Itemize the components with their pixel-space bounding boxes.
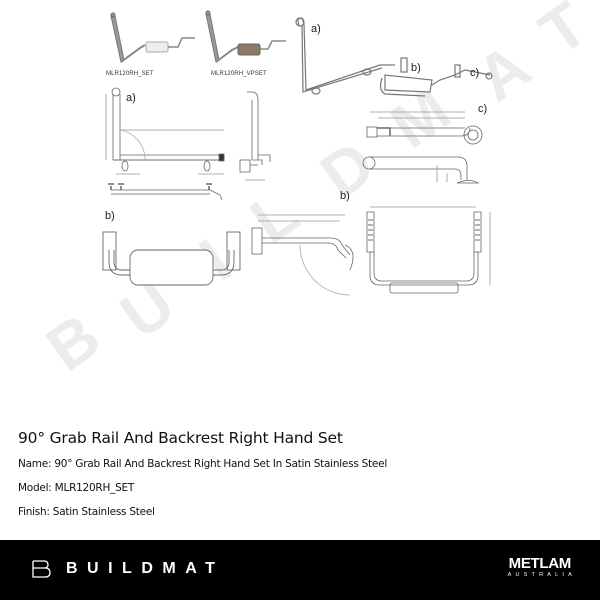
- part-label-c-iso: c): [470, 67, 480, 79]
- finish-value: Satin Stainless Steel: [52, 506, 155, 518]
- part-label-a-iso: a): [311, 23, 321, 35]
- thumbnail-set-image: [110, 12, 195, 63]
- front-view-b: [102, 231, 241, 286]
- part-label-b-front: b): [105, 210, 115, 222]
- detail-view-c-top: [366, 111, 483, 145]
- thumbnail-label-vpset: MLR120RH_VPSET: [211, 71, 267, 77]
- name-value: 90° Grab Rail And Backrest Right Hand Se…: [54, 458, 388, 470]
- product-title: 90° Grab Rail And Backrest Right Hand Se…: [18, 429, 343, 447]
- part-label-b-side: b): [340, 190, 350, 202]
- footer-bar: BUILDMAT METLAM AUSTRALIA: [0, 540, 600, 600]
- part-label-a-front: a): [126, 92, 136, 104]
- detail-view-b-plan: [366, 206, 491, 294]
- isometric-assembly: [295, 17, 493, 97]
- side-view-b: [251, 214, 354, 296]
- name-row: Name: 90° Grab Rail And Backrest Right H…: [18, 458, 387, 470]
- finish-row: Finish: Satin Stainless Steel: [18, 506, 155, 518]
- drawing-linework: [102, 10, 493, 296]
- technical-drawings: B U I L D M A T: [34, 0, 600, 385]
- model-value: MLR120RH_SET: [54, 482, 135, 494]
- model-label: Model:: [18, 482, 52, 494]
- metlam-subtitle: AUSTRALIA: [507, 572, 576, 578]
- name-label: Name:: [18, 458, 52, 470]
- front-view-a: [105, 87, 225, 201]
- model-row: Model: MLR120RH_SET: [18, 482, 134, 494]
- part-label-c-detail: c): [478, 103, 488, 115]
- thumbnail-vpset-image: [205, 10, 286, 63]
- buildmat-logo: BUILDMAT: [32, 559, 224, 579]
- metlam-logo: METLAM AUSTRALIA: [508, 556, 572, 579]
- side-view-a: [239, 91, 271, 181]
- metlam-wordmark: METLAM: [508, 555, 572, 572]
- buildmat-b-icon: [32, 560, 51, 578]
- buildmat-wordmark: BUILDMAT: [66, 560, 225, 577]
- thumbnail-label-set: MLR120RH_SET: [106, 71, 154, 77]
- detail-view-c-side: [362, 156, 480, 184]
- finish-label: Finish:: [18, 506, 50, 518]
- part-label-b-iso: b): [411, 62, 421, 74]
